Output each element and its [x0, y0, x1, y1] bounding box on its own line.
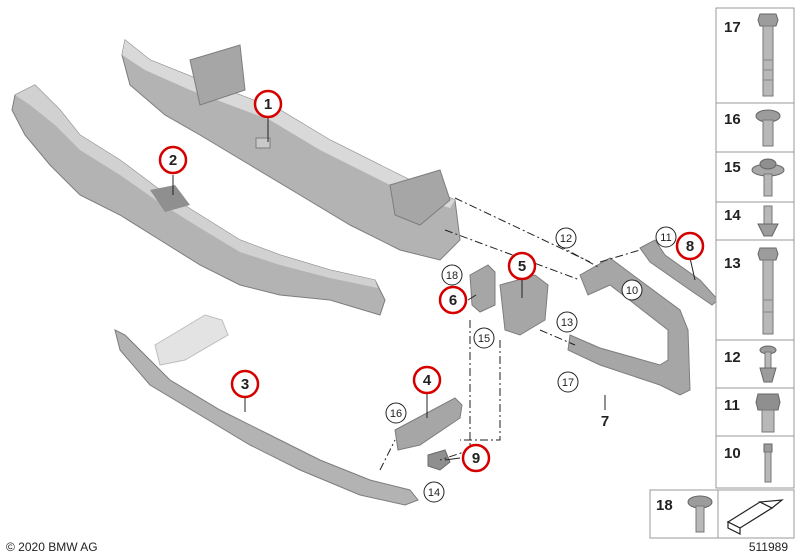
legend-label-16: 16: [724, 111, 741, 128]
legend-label-13: 13: [724, 255, 741, 272]
legend-label-12: 12: [724, 349, 741, 366]
callout-14-label: 14: [428, 487, 440, 499]
part-9-clip[interactable]: [427, 449, 451, 471]
legend-row-12[interactable]: 12: [724, 345, 777, 383]
callout-9-label: 9: [472, 450, 480, 467]
washer-screw-icon: [751, 158, 785, 197]
legend-row-11[interactable]: 11: [724, 393, 781, 433]
callout-leaders: [172, 118, 696, 461]
stud-icon: [763, 443, 773, 483]
callout-15[interactable]: 15: [473, 327, 495, 349]
callout-2[interactable]: 2: [158, 145, 188, 175]
legend-label-14: 14: [724, 207, 741, 224]
part-1-bumper-carrier[interactable]: [121, 39, 461, 261]
callout-7[interactable]: 7: [601, 413, 609, 430]
callout-13[interactable]: 13: [556, 311, 578, 333]
callout-4[interactable]: 4: [412, 365, 442, 395]
legend-row-14[interactable]: 14: [724, 205, 779, 237]
callout-8[interactable]: 8: [675, 231, 705, 261]
part-5-bracket[interactable]: [499, 274, 549, 336]
callout-17[interactable]: 17: [557, 371, 579, 393]
callout-10[interactable]: 10: [621, 279, 643, 301]
callout-3[interactable]: 3: [230, 369, 260, 399]
callout-10-label: 10: [626, 285, 638, 297]
callout-2-label: 2: [169, 152, 177, 169]
hex-bolt-long-icon: [757, 13, 779, 97]
callout-4-label: 4: [423, 372, 432, 389]
part-3-lower-deflector[interactable]: [114, 314, 419, 506]
callout-12[interactable]: 12: [555, 227, 577, 249]
legend-label-10: 10: [724, 445, 741, 462]
legend-label-17: 17: [724, 19, 741, 36]
legend-label-18: 18: [656, 497, 673, 514]
legend-row-17[interactable]: 17: [724, 13, 779, 97]
callout-6[interactable]: 6: [438, 285, 468, 315]
legend-row-16[interactable]: 16: [724, 109, 781, 147]
diagram-id: 511989: [748, 540, 788, 554]
callout-8-label: 8: [686, 238, 694, 255]
callout-11-label: 11: [660, 232, 671, 244]
callout-11[interactable]: 11: [655, 226, 677, 248]
callout-18[interactable]: 18: [441, 264, 463, 286]
callout-16[interactable]: 16: [385, 402, 407, 424]
callout-5-label: 5: [518, 258, 526, 275]
callout-15-label: 15: [478, 333, 490, 345]
mushroom-screw-icon: [687, 495, 713, 533]
callout-1-label: 1: [264, 96, 272, 113]
collar-screw-icon: [755, 109, 781, 147]
part-7-frame[interactable]: [567, 257, 691, 396]
legend-row-10[interactable]: 10: [724, 443, 773, 483]
legend-label-15: 15: [724, 159, 741, 176]
callout-6-label: 6: [449, 292, 457, 309]
hex-bolt-short-icon: [755, 393, 781, 433]
part-2-energy-absorber[interactable]: [11, 84, 386, 316]
callout-9[interactable]: 9: [461, 443, 491, 473]
callout-5[interactable]: 5: [507, 251, 537, 281]
callout-17-label: 17: [562, 377, 574, 389]
legend-row-13[interactable]: 13: [724, 247, 779, 335]
legend-label-11: 11: [724, 397, 740, 414]
callout-1[interactable]: 1: [253, 89, 283, 119]
callout-16-label: 16: [390, 408, 402, 420]
arrow-icon-box: [717, 489, 795, 539]
arrow-icon: [726, 499, 784, 535]
copyright-notice: © 2020 BMW AG: [6, 540, 98, 554]
part-4-bracket[interactable]: [394, 397, 463, 451]
callout-18-label: 18: [446, 270, 458, 282]
part-6-bracket[interactable]: [469, 264, 496, 313]
legend-row-18[interactable]: 18: [649, 489, 719, 539]
legend-row-15[interactable]: 15: [724, 158, 785, 197]
callout-3-label: 3: [241, 376, 249, 393]
callout-13-label: 13: [561, 317, 573, 329]
callout-12-label: 12: [560, 233, 572, 245]
push-clip-icon: [757, 205, 779, 237]
fastener-legend: 17 16 15 14: [715, 7, 795, 489]
flange-bolt-icon: [757, 247, 779, 335]
callout-14[interactable]: 14: [423, 481, 445, 503]
expanding-rivet-icon: [759, 345, 777, 383]
